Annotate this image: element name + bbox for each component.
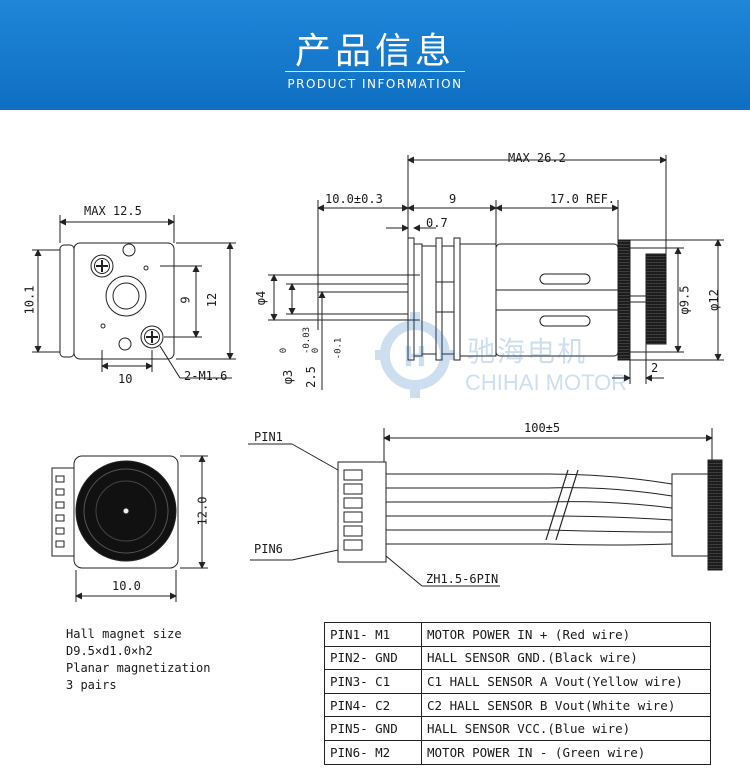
dim-motor-diameter: φ9.5 xyxy=(677,285,692,315)
dim-screw-holes: 2-M1.6 xyxy=(184,369,228,383)
pin-description: C1 HALL SENSOR A Vout(Yellow wire) xyxy=(421,669,711,694)
dim-shaft-tol-upper: 0 xyxy=(279,347,290,354)
cable-assembly xyxy=(248,428,723,587)
table-row: PIN4- C2 C2 HALL SENSOR B Vout(White wir… xyxy=(324,692,711,718)
magnet-note-line: Planar magnetization xyxy=(66,661,211,675)
rear-view xyxy=(51,455,208,602)
dim-hole-spacing-w: 10 xyxy=(118,372,133,386)
title-divider xyxy=(285,71,465,72)
pin-description: HALL SENSOR VCC.(Blue wire) xyxy=(421,716,711,741)
dim-hole-spacing-h: 9 xyxy=(178,296,193,304)
connector-type: ZH1.5-6PIN xyxy=(426,572,499,586)
dim-encoder-thickness: 2 xyxy=(651,361,659,375)
pin-label: PIN2- GND xyxy=(324,645,422,671)
pin-table: PIN1- M1 MOTOR POWER IN + (Red wire) PIN… xyxy=(324,622,711,765)
pin-description: MOTOR POWER IN - (Green wire) xyxy=(421,739,711,765)
dim-housing-diameter: φ12 xyxy=(706,289,721,311)
screw-bottom xyxy=(140,325,164,349)
cable-pin-first: PIN1 xyxy=(254,430,283,444)
screw-top xyxy=(90,254,114,278)
cable-pin-last: PIN6 xyxy=(254,542,283,556)
dim-rear-height: 12.0 xyxy=(195,496,210,526)
technical-drawing xyxy=(32,155,724,602)
dim-flat-size: 2.5 xyxy=(303,366,318,388)
pin-description: MOTOR POWER IN + (Red wire) xyxy=(421,622,711,647)
table-row: PIN6- M2 MOTOR POWER IN - (Green wire) xyxy=(324,739,711,765)
magnet-note-line: D9.5×d1.0×h2 xyxy=(66,644,153,658)
pin-label: PIN6- M2 xyxy=(324,739,422,765)
header-banner: 产品信息 PRODUCT INFORMATION xyxy=(0,0,750,110)
dim-rear-width: 10.0 xyxy=(112,579,141,593)
page-title: 产品信息 xyxy=(294,31,455,72)
magnet-note: Hall magnet size D9.5×d1.0×h2 Planar mag… xyxy=(66,626,211,694)
magnet-note-line: Hall magnet size xyxy=(66,627,182,641)
page-subtitle: PRODUCT INFORMATION xyxy=(287,77,463,91)
dim-boss-diameter: φ4 xyxy=(254,290,269,306)
pin-label: PIN3- C1 xyxy=(324,669,422,694)
side-view xyxy=(268,155,724,390)
front-view xyxy=(32,215,236,379)
magnet-note-line: 3 pairs xyxy=(66,678,117,692)
dim-flat-tol-lower: -0.1 xyxy=(333,337,344,360)
dim-motor-length: 17.0 REF. xyxy=(550,192,616,206)
table-row: PIN3- C1 C1 HALL SENSOR A Vout(Yellow wi… xyxy=(324,669,711,694)
dim-shaft-diameter: φ3 xyxy=(281,369,296,385)
pin-label: PIN4- C2 xyxy=(324,692,422,718)
table-row: PIN1- M1 MOTOR POWER IN + (Red wire) xyxy=(324,622,711,647)
dim-gearbox-length: 9 xyxy=(449,192,457,206)
dim-plate-thickness: 0.7 xyxy=(426,216,448,230)
pin-description: C2 HALL SENSOR B Vout(White wire) xyxy=(421,692,711,718)
table-row: PIN2- GND HALL SENSOR GND.(Black wire) xyxy=(324,645,711,671)
table-row: PIN5- GND HALL SENSOR VCC.(Blue wire) xyxy=(324,716,711,741)
dim-flat-tol-upper: 0 xyxy=(311,347,322,354)
dim-height: 10.1 xyxy=(22,285,37,315)
pin-label: PIN5- GND xyxy=(324,716,422,741)
dim-shaft-length: 10.0±0.3 xyxy=(325,192,383,206)
dim-height-total: 12 xyxy=(205,292,220,308)
pin-label: PIN1- M1 xyxy=(324,622,422,647)
dim-cable-length: 100±5 xyxy=(524,421,561,435)
dim-max-length: MAX 26.2 xyxy=(508,151,566,165)
dim-max-width: MAX 12.5 xyxy=(84,204,142,218)
pin-description: HALL SENSOR GND.(Black wire) xyxy=(421,645,711,671)
